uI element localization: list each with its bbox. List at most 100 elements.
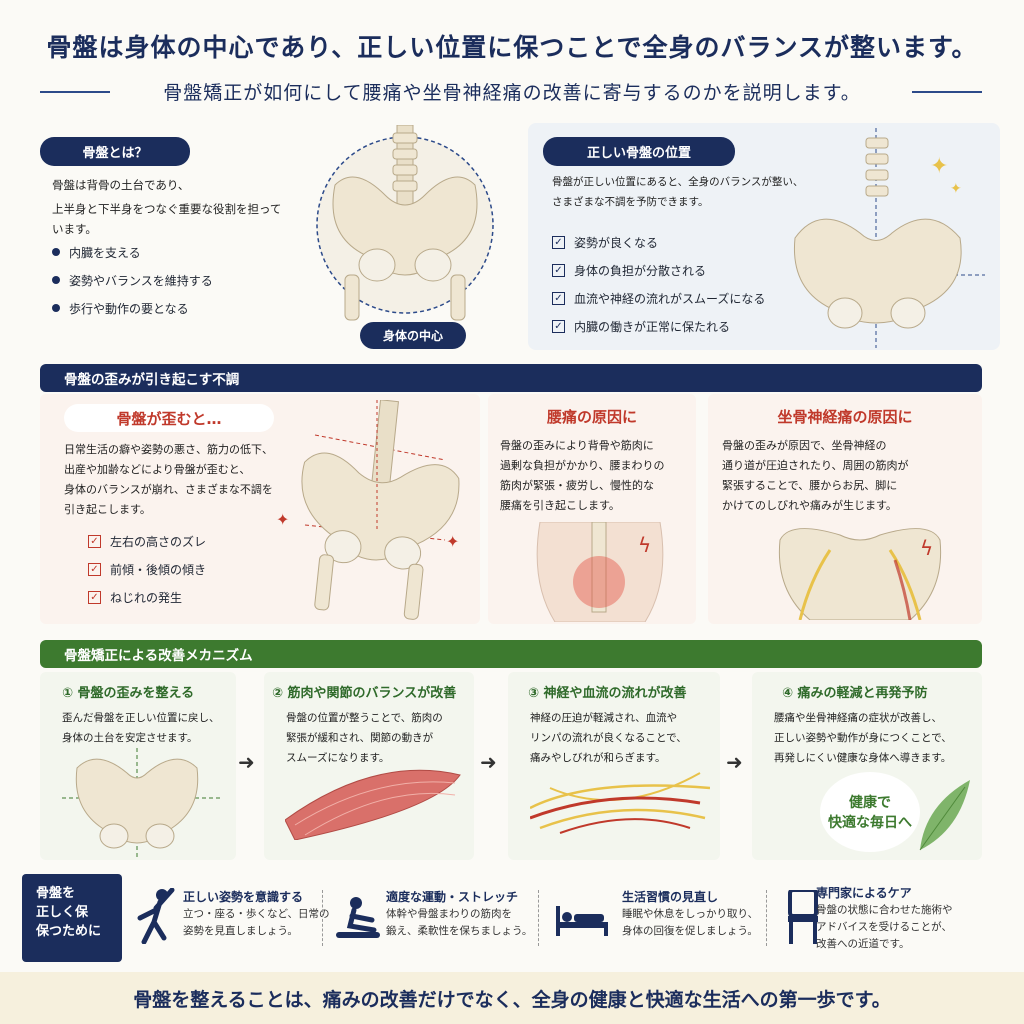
list-item: ✓血流や神経の流れがスムーズになる xyxy=(552,284,812,312)
text-line: 骨盤の位置が整うことで、筋肉の xyxy=(286,712,443,724)
text-line: 体幹や骨盤まわりの筋肉を xyxy=(386,908,512,920)
step-text: 神経の圧迫が軽減され、血流や リンパの流れが良くなることで、 痛みやしびれが和ら… xyxy=(530,708,718,768)
what-is-text: 骨盤は背骨の土台であり、 上半身と下半身をつなぐ重要な役割を担って います。 xyxy=(52,175,312,239)
lightning-icon: ϟ xyxy=(638,533,651,557)
list-item: 歩行や動作の要となる xyxy=(52,294,312,322)
tip-divider xyxy=(766,890,767,946)
lower-back-pain-illustration: ϟ xyxy=(536,522,664,622)
list-item-label: 血流や神経の流れがスムーズになる xyxy=(574,291,766,306)
badge-line-2: 快適な毎日へ xyxy=(828,815,912,831)
footer-message: 骨盤を整えることは、痛みの改善だけでなく、全身の健康と快適な生活への第一歩です。 xyxy=(0,972,1024,1024)
text-line: 過剰な負担がかかり、腰まわりの xyxy=(500,459,665,472)
stretching-person-icon xyxy=(137,888,175,944)
correct-text: 骨盤が正しい位置にあると、全身のバランスが整い、 さまざまな不調を予防できます。 xyxy=(552,172,832,212)
text-line: 骨盤の歪みにより背骨や筋肉に xyxy=(500,439,654,452)
text-line: 神経の圧迫が軽減され、血流や xyxy=(530,712,678,724)
tip-title: 適度な運動・ストレッチ xyxy=(386,890,519,904)
pelvis-tilted-illustration xyxy=(301,400,460,620)
check-icon: ✓ xyxy=(552,235,565,249)
arrow-right-icon: ➜ xyxy=(480,750,497,774)
list-item: 姿勢やバランスを維持する xyxy=(52,266,312,294)
list-item: ✓ 身体の負担が分散される xyxy=(552,256,812,284)
mechanism-band: 骨盤矯正による改善メカニズム xyxy=(40,640,982,668)
what-is-line-1: 骨盤は背骨の土台であり、 xyxy=(52,178,190,192)
step-text: 腰痛や坐骨神経痛の症状が改善し、 正しい姿勢や動作が身につくことで、 再発しにく… xyxy=(774,708,979,768)
text-line: 睡眠や休息をしっかり取り、 xyxy=(622,908,759,920)
step-title: ③ 神経や血流の流れが改善 xyxy=(528,686,687,701)
arrow-right-icon: ➜ xyxy=(238,750,255,774)
bullet-icon xyxy=(52,248,60,256)
bullet-icon xyxy=(52,304,60,312)
distortion-text: 日常生活の癖や姿勢の悪さ、筋力の低下、 出産や加齢などにより骨盤が歪むと、 身体… xyxy=(64,440,304,520)
text-line: 骨盤の状態に合わせた施術や xyxy=(816,904,953,916)
pelvis-aligned-illustration: ✦ ✦ xyxy=(793,128,985,348)
tip-text: 立つ・座る・歩くなど、日常の 姿勢を見直しましょう。 xyxy=(183,906,333,940)
list-item-label: 内臓の働きが正常に保たれる xyxy=(574,319,731,334)
check-icon: ✓ xyxy=(88,562,101,576)
list-item: ✓ ねじれの発生 xyxy=(88,583,288,611)
step-title: ② 筋肉や関節のバランスが改善 xyxy=(272,686,457,701)
text-line: 身体の回復を促しましょう。 xyxy=(622,925,758,937)
step-text: 骨盤の位置が整うことで、筋肉の 緊張が緩和され、関節の動きが スムーズになります… xyxy=(286,708,471,768)
text-line: 出産や加齢などにより骨盤が歪むと、 xyxy=(64,463,251,476)
text-line: かけてのしびれや痛みが生じます。 xyxy=(722,499,897,512)
sciatica-title: 坐骨神経痛の原因に xyxy=(777,408,913,426)
sciatica-illustration: ϟ xyxy=(778,528,942,620)
correct-line-1: 骨盤が正しい位置にあると、全身のバランスが整い、 xyxy=(552,176,804,188)
distortion-list: ✓左右の高さのズレ ✓前傾・後傾の傾き ✓ねじれの発生 xyxy=(88,527,288,611)
tip-text: 骨盤の状態に合わせた施術や アドバイスを受けることが、 改善への近道です。 xyxy=(816,902,996,953)
check-icon: ✓ xyxy=(552,319,565,333)
correct-line-2: さまざまな不調を予防できます。 xyxy=(552,196,709,208)
healthy-badge: 健康で 快適な毎日へ xyxy=(820,772,920,852)
divider-right xyxy=(912,91,982,93)
chair-icon xyxy=(788,890,818,944)
list-item: ✓ 内臓の働きが正常に保たれる xyxy=(552,312,812,340)
text-line: 身体の土台を安定させます。 xyxy=(62,732,198,744)
list-item-label: 姿勢が良くなる xyxy=(574,235,659,250)
what-is-line-2: 上半身と下半身をつなぐ重要な役割を担って xyxy=(52,202,282,216)
text-line: 正しい姿勢や動作が身につくことで、 xyxy=(774,732,952,744)
step-text: 歪んだ骨盤を正しい位置に戻し、 身体の土台を安定させます。 xyxy=(62,708,237,748)
bullet-icon xyxy=(52,276,60,284)
arrow-right-icon: ➜ xyxy=(726,750,743,774)
mechanism-step-card xyxy=(508,672,720,860)
lower-back-title: 腰痛の原因に xyxy=(546,408,637,426)
list-item-label: 前傾・後傾の傾き xyxy=(110,562,207,577)
what-is-list: 内臓を支える 姿勢やバランスを維持する 歩行や動作の要となる xyxy=(52,238,312,322)
tips-label: 骨盤を 正しく保 保つために xyxy=(22,874,122,962)
text-line: 引き起こします。 xyxy=(64,503,151,516)
page-subtitle: 骨盤矯正が如何にして腰痛や坐骨神経痛の改善に寄与するのかを説明します。 xyxy=(163,82,861,104)
what-is-pelvis-title: 骨盤とは？ xyxy=(40,137,190,166)
list-item: 内臓を支える xyxy=(52,238,312,266)
text-line: リンパの流れが良くなることで、 xyxy=(530,732,687,744)
distortion-band: 骨盤の歪みが引き起こす不調 xyxy=(40,364,982,392)
text-line: 緊張することで、腰からお尻、脚に xyxy=(722,479,898,492)
text-line: 姿勢を見直しましょう。 xyxy=(183,925,298,937)
what-is-line-3: います。 xyxy=(52,222,97,236)
check-icon: ✓ xyxy=(552,263,565,277)
sitting-stretch-icon xyxy=(336,897,380,938)
lower-back-text: 骨盤の歪みにより背骨や筋肉に 過剰な負担がかかり、腰まわりの 筋肉が緊張・疲労し… xyxy=(500,436,695,516)
text-line: アドバイスを受けることが、 xyxy=(816,921,952,933)
pelvis-corrected-illustration xyxy=(62,748,222,858)
text-line: 通り道が圧迫されたり、周囲の筋肉が xyxy=(722,459,909,472)
nerve-blood-illustration xyxy=(530,772,710,834)
body-center-label: 身体の中心 xyxy=(360,322,466,349)
text-line: 改善への近道です。 xyxy=(816,938,910,950)
list-item-label: 姿勢やバランスを維持する xyxy=(69,273,213,288)
text-line: 緊張が緩和され、関節の動きが xyxy=(286,732,434,744)
pain-spark-icon: ✦ xyxy=(446,532,460,551)
check-icon: ✓ xyxy=(88,590,101,604)
tip-text: 睡眠や休息をしっかり取り、 身体の回復を促しましょう。 xyxy=(622,906,772,940)
sparkle-icon-small: ✦ xyxy=(950,181,962,197)
text-line: 立つ・座る・歩くなど、日常の xyxy=(183,908,330,920)
page-title: 骨盤は身体の中心であり、正しい位置に保つことで全身のバランスが整います。 xyxy=(46,33,978,62)
list-item-label: ねじれの発生 xyxy=(110,590,183,605)
text-line: 筋肉が緊張・疲労し、慢性的な xyxy=(500,479,654,492)
check-icon: ✓ xyxy=(88,534,101,548)
leaf-icon xyxy=(919,780,970,851)
muscle-illustration xyxy=(285,769,461,840)
tips-label-line: 保つために xyxy=(36,924,102,939)
text-line: スムーズになります。 xyxy=(286,752,390,764)
list-item-label: 身体の負担が分散される xyxy=(574,263,707,278)
